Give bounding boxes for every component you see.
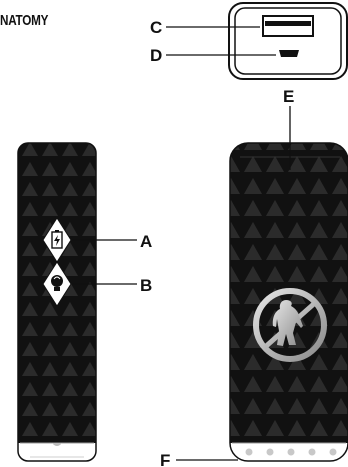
callout-c: C [150,18,162,37]
callout-f: F [160,451,170,467]
side-view-device [17,142,97,462]
bulb-icon [51,275,63,291]
flashlight-button [42,261,72,307]
back-view-device [229,142,348,462]
bigfoot-logo-icon [253,288,327,362]
callout-d: D [150,46,162,65]
bottom-vents [245,448,337,456]
callout-a: A [140,232,152,251]
battery-indicator-button [42,217,72,263]
diagram-title: NATOMY [0,12,49,29]
micro-usb-port-d [279,50,299,57]
callout-b: B [140,276,152,295]
usb-port-c [262,15,314,37]
battery-icon [51,230,63,249]
callout-lines [72,26,291,461]
callout-e: E [283,87,294,106]
top-end-view [228,2,348,80]
